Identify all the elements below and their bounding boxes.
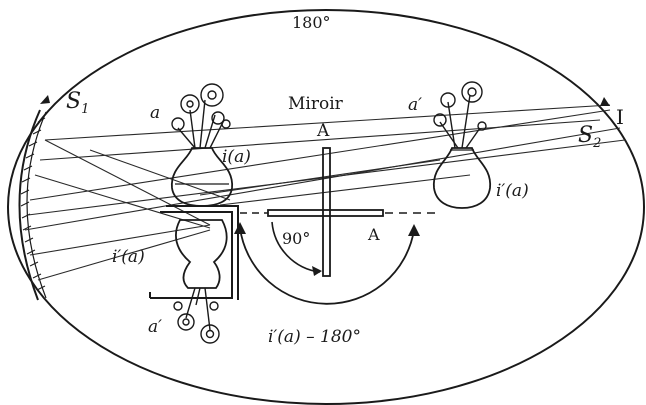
central-vase-lower xyxy=(175,219,228,289)
mirror-vertical-bar xyxy=(322,147,331,277)
mirror-title-label: Miroir xyxy=(288,94,344,114)
mirror-top-label: A xyxy=(316,121,330,141)
concave-mirror xyxy=(18,109,47,301)
rotation-arc-large xyxy=(239,227,415,305)
image-right-label: i′(a) xyxy=(496,181,529,201)
image-marker-label: I xyxy=(616,105,624,129)
source2-label: S2 xyxy=(578,123,601,151)
rotation-arc-arrow-left xyxy=(234,222,246,234)
flowers-left-label: a xyxy=(150,103,160,123)
image-left-lower-label: i′(a) xyxy=(112,247,145,267)
rotation-arc-90-arrow xyxy=(312,266,322,276)
image-left-upper-label: i(a) xyxy=(222,147,251,167)
flowers-right xyxy=(433,81,487,149)
flowers-bottom-label: a′ xyxy=(148,317,162,337)
mirror-horizontal-plate xyxy=(267,209,384,217)
enclosing-ellipse xyxy=(7,9,645,405)
top-angle-label: 180° xyxy=(292,13,331,32)
vase-support-bracket xyxy=(149,205,239,300)
mirror-right-label: A xyxy=(367,225,380,244)
ray-arrowheads xyxy=(40,95,610,106)
angle-90-label: 90° xyxy=(282,229,310,248)
vase-right-image xyxy=(433,147,491,209)
rotation-arc-90 xyxy=(271,221,321,273)
source1-label: S1 xyxy=(66,89,89,117)
flowers-bottom xyxy=(173,287,220,344)
bottom-caption-label: i′(a) – 180° xyxy=(268,327,361,347)
flowers-right-label: a′ xyxy=(408,95,422,115)
rotation-arc-arrow-right xyxy=(408,224,420,236)
flowers-upper xyxy=(171,83,231,149)
